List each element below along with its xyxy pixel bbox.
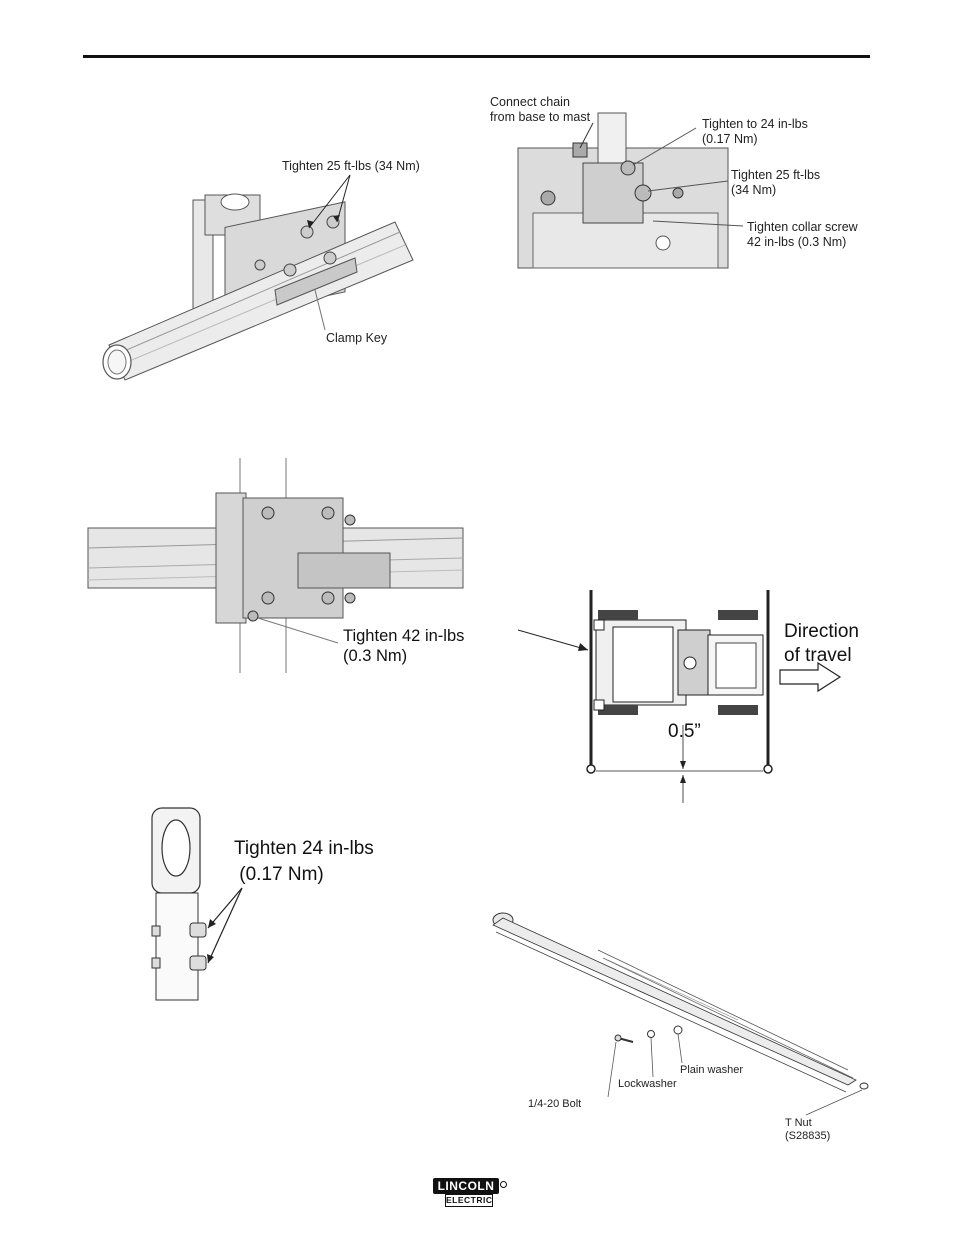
clamp-tube-drawing [102,174,414,381]
base-collar-label-1: Tighten collar screw [747,220,858,234]
mast-top-drawing [151,807,243,1001]
registered-mark-icon [500,1181,507,1188]
tnut-label-1: T Nut [785,1117,812,1129]
tnut-label-2: (S28835) [785,1130,831,1142]
lincoln-electric-logo: LINCOLN ELECTRIC [433,1178,507,1208]
header-rule [83,55,870,58]
direction-label-1: Direction [784,621,859,642]
base-chain-label-2: from base to mast [490,110,591,124]
direction-label-2: of travel [784,645,852,666]
bolt-label: 1/4-20 Bolt [528,1098,582,1110]
gap-dimension-label: 0.5” [668,721,701,742]
carriage-drawing [517,590,842,803]
figure-rail-clamp: Tighten 42 in-lbs (0.3 Nm) [87,458,468,673]
rail-clamp-torque-label-2: (0.3 Nm) [343,647,408,665]
base-torque2-label-1: Tighten 25 ft-lbs [731,168,821,182]
clamp-key-label: Clamp Key [326,331,388,345]
base-torque2-label-2: (34 Nm) [731,183,777,197]
plain-washer-label: Plain washer [680,1064,743,1076]
logo-bottom-text: ELECTRIC [445,1194,493,1207]
base-chain-label-1: Connect chain [490,95,570,109]
base-mast-drawing [517,112,744,269]
figure-mast-top: Tighten 24 in-lbs (0.17 Nm) [140,807,440,1001]
track-hardware-drawing [492,912,869,1116]
mast-top-torque-label-1: Tighten 24 in-lbs [234,838,374,859]
base-torque1-label-2: (0.17 Nm) [702,132,758,146]
logo-top-text: LINCOLN [433,1178,499,1194]
mast-top-torque-label-2: (0.17 Nm) [234,864,324,885]
figure-carriage: Direction of travel 0.5” [517,585,878,805]
figure-clamp-tube: Tighten 25 ft-lbs (34 Nm) Clamp Key [95,150,440,381]
figure-track-hardware: 1/4-20 Bolt Lockwasher Plain washer T Nu… [488,910,869,1150]
base-collar-label-2: 42 in-lbs (0.3 Nm) [747,235,847,249]
figure-base-mast: Connect chain from base to mast Tighten … [488,93,873,269]
lockwasher-label: Lockwasher [618,1078,677,1090]
base-torque1-label-1: Tighten to 24 in-lbs [702,117,808,131]
clamp-torque-label: Tighten 25 ft-lbs (34 Nm) [282,159,420,173]
rail-clamp-drawing [87,458,464,673]
rail-clamp-torque-label-1: Tighten 42 in-lbs [343,627,465,645]
